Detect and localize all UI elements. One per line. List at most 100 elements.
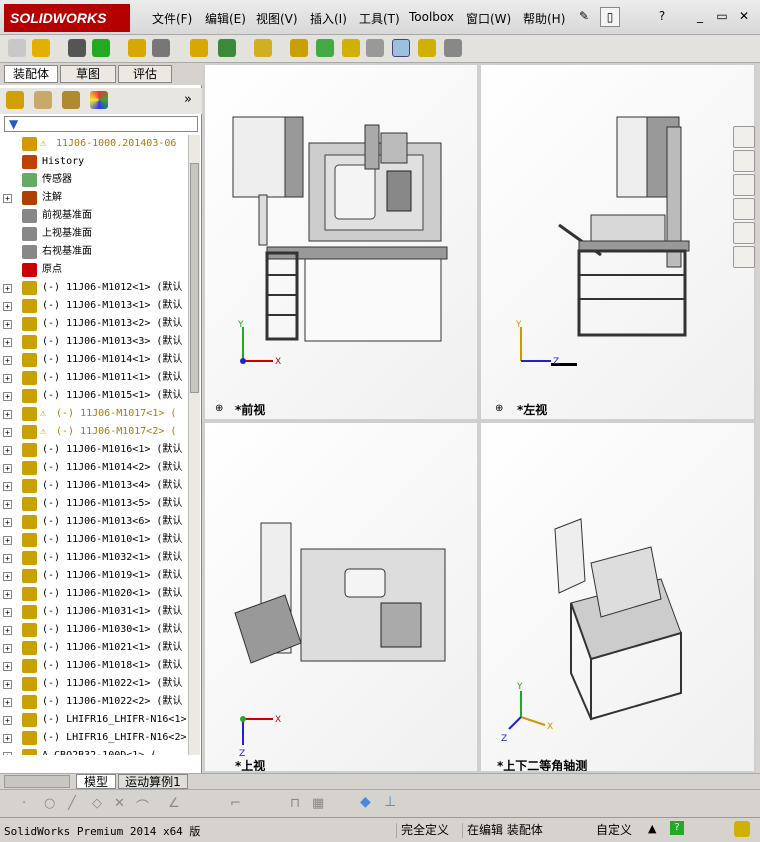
appearances-icon[interactable]	[733, 222, 755, 244]
reference-geometry-icon[interactable]	[342, 39, 360, 57]
menu-edit[interactable]: 编辑(E)	[205, 12, 246, 26]
tree-item[interactable]: +(-) 11J06-M1021<1> (默认	[0, 639, 188, 657]
menu-file[interactable]: 文件(F)	[152, 12, 193, 26]
configuration-manager-icon[interactable]	[62, 91, 80, 109]
pin-icon[interactable]: ✎	[578, 9, 590, 23]
close-icon[interactable]: ✕	[738, 9, 750, 23]
menu-window[interactable]: 窗口(W)	[466, 12, 512, 26]
tree-item[interactable]: +⚠(-) 11J06-M1017<1> (	[0, 405, 188, 423]
tree-item[interactable]: +(-) 11J06-M1016<1> (默认	[0, 441, 188, 459]
tree-item[interactable]: +(-) 11J06-M1014<1> (默认	[0, 351, 188, 369]
tree-scrollbar[interactable]	[188, 135, 200, 755]
pattern-icon[interactable]	[218, 39, 236, 57]
expand-toggle-icon[interactable]: +	[3, 464, 12, 473]
help-icon[interactable]: ?	[658, 9, 666, 23]
filter-box[interactable]: ▼	[4, 116, 198, 132]
tree-item[interactable]: +(-) 11J06-M1013<2> (默认	[0, 315, 188, 333]
link-views-icon[interactable]: ⊕	[215, 403, 224, 414]
expand-toggle-icon[interactable]: +	[3, 482, 12, 491]
tab-motion-study[interactable]: 运动算例1	[118, 774, 188, 789]
expand-toggle-icon[interactable]: +	[3, 716, 12, 725]
graphics-area[interactable]: ⌕ ⌕ ⊟ ⊞ _ ▭ ✕	[203, 63, 756, 773]
new-document-icon[interactable]: ▯	[600, 7, 620, 27]
expand-toggle-icon[interactable]: +	[3, 338, 12, 347]
front-view-pane[interactable]: Y X ⊕ *前视	[203, 63, 479, 421]
tag-icon[interactable]	[734, 821, 750, 837]
expand-toggle-icon[interactable]: +	[3, 374, 12, 383]
instant3d-icon[interactable]	[444, 39, 462, 57]
tree-item[interactable]: 右视基准面	[0, 243, 188, 261]
tree-item[interactable]: 上视基准面	[0, 225, 188, 243]
expand-toggle-icon[interactable]: +	[3, 572, 12, 581]
tree-item[interactable]: +(-) 11J06-M1031<1> (默认	[0, 603, 188, 621]
coordinate-system-icon[interactable]: ⊥	[384, 794, 397, 810]
tree-item[interactable]: 传感器	[0, 171, 188, 189]
move-component-icon[interactable]	[254, 39, 272, 57]
arrange-icon[interactable]	[92, 39, 110, 57]
tree-item[interactable]: +(-) 11J06-M1010<1> (默认	[0, 531, 188, 549]
insert-component-icon[interactable]	[128, 39, 146, 57]
new-motion-icon[interactable]	[366, 39, 384, 57]
tree-item[interactable]: History	[0, 153, 188, 171]
tree-item[interactable]: +(-) 11J06-M1013<5> (默认	[0, 495, 188, 513]
grid-icon[interactable]: ▦	[312, 796, 325, 811]
expand-toggle-icon[interactable]: +	[3, 644, 12, 653]
cube-icon[interactable]: ◆	[360, 794, 371, 810]
top-view-pane[interactable]: X Z *上视	[203, 421, 479, 773]
fillet-icon[interactable]: ∠	[168, 796, 180, 811]
expand-toggle-icon[interactable]: +	[3, 536, 12, 545]
line-icon[interactable]: ╱	[68, 796, 76, 811]
tree-item[interactable]: +(-) 11J06-M1018<1> (默认	[0, 657, 188, 675]
tab-model[interactable]: 模型	[76, 774, 116, 789]
tab-assembly[interactable]: 装配体	[4, 65, 58, 83]
tree-item[interactable]: +A_CBQ2B32-100D<1> (	[0, 747, 188, 755]
tree-item[interactable]: 前视基准面	[0, 207, 188, 225]
home-icon[interactable]	[733, 126, 755, 148]
property-manager-icon[interactable]	[34, 91, 52, 109]
expand-toggle-icon[interactable]: +	[3, 428, 12, 437]
settings-gear-icon[interactable]	[290, 39, 308, 57]
menu-insert[interactable]: 插入(I)	[310, 12, 347, 26]
restore-icon[interactable]: ▭	[716, 9, 728, 23]
tree-item[interactable]: +(-) LHIFR16_LHIFR-N16<2>	[0, 729, 188, 747]
minimize-icon[interactable]: _	[697, 9, 703, 23]
arc-icon[interactable]: ⌒	[136, 800, 150, 815]
link-views-icon[interactable]: ⊕	[495, 403, 504, 414]
expand-panel-icon[interactable]: »	[184, 92, 192, 107]
tree-item[interactable]: 原点	[0, 261, 188, 279]
expand-toggle-icon[interactable]: +	[3, 392, 12, 401]
tab-evaluate[interactable]: 评估	[118, 65, 172, 83]
expand-toggle-icon[interactable]: +	[3, 194, 12, 203]
tree-item[interactable]: +(-) 11J06-M1012<1> (默认	[0, 279, 188, 297]
expand-toggle-icon[interactable]: +	[3, 626, 12, 635]
expand-toggle-icon[interactable]: +	[3, 302, 12, 311]
expand-toggle-icon[interactable]: +	[3, 446, 12, 455]
file-explorer-icon[interactable]	[733, 174, 755, 196]
help-status-icon[interactable]: ?	[670, 821, 684, 835]
expand-toggle-icon[interactable]: +	[3, 500, 12, 509]
tree-item[interactable]: +(-) 11J06-M1019<1> (默认	[0, 567, 188, 585]
tree-item[interactable]: +(-) 11J06-M1015<1> (默认	[0, 387, 188, 405]
exploded-view-icon[interactable]	[418, 39, 436, 57]
tree-item[interactable]: +(-) LHIFR16_LHIFR-N16<1>	[0, 711, 188, 729]
tree-item[interactable]: +(-) 11J06-M1013<3> (默认	[0, 333, 188, 351]
tree-item[interactable]: +(-) 11J06-M1011<1> (默认	[0, 369, 188, 387]
expand-toggle-icon[interactable]: +	[3, 608, 12, 617]
tree-item[interactable]: +(-) 11J06-M1014<2> (默认	[0, 459, 188, 477]
circle-icon[interactable]: ○	[44, 796, 56, 811]
tab-scroll-buttons[interactable]	[4, 775, 70, 788]
expand-toggle-icon[interactable]: +	[3, 662, 12, 671]
bill-of-materials-icon[interactable]	[392, 39, 410, 57]
status-units-custom[interactable]: 自定义	[596, 823, 633, 837]
mate-icon[interactable]	[152, 39, 170, 57]
tree-item[interactable]: +(-) 11J06-M1013<6> (默认	[0, 513, 188, 531]
tree-item[interactable]: +(-) 11J06-M1013<4> (默认	[0, 477, 188, 495]
expand-toggle-icon[interactable]: +	[3, 410, 12, 419]
expand-toggle-icon[interactable]: +	[3, 518, 12, 527]
menu-tools[interactable]: 工具(T)	[359, 12, 400, 26]
menu-help[interactable]: 帮助(H)	[523, 12, 566, 26]
tree-item[interactable]: +⚠(-) 11J06-M1017<2> (	[0, 423, 188, 441]
expand-toggle-icon[interactable]: +	[3, 734, 12, 743]
design-library-icon[interactable]	[733, 150, 755, 172]
corner-rectangle-icon[interactable]: ⌐	[230, 796, 241, 811]
